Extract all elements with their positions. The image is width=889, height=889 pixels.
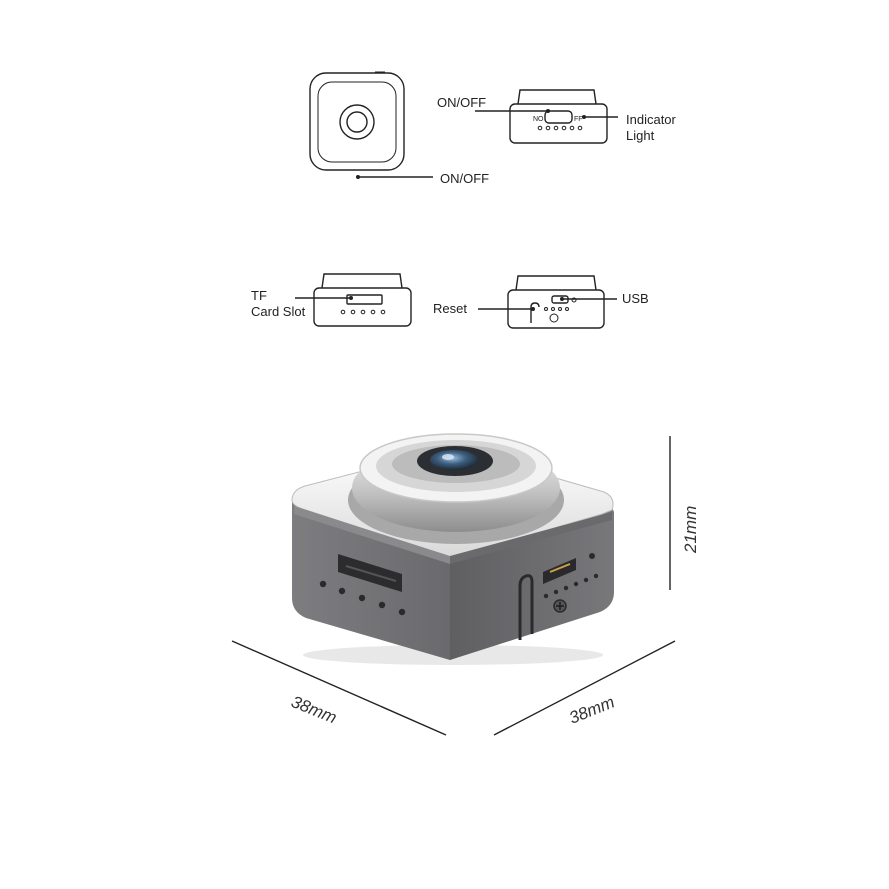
render-left-vents bbox=[319, 580, 406, 616]
switch-side-view: NO FF ON/OFF Indicator Light bbox=[437, 89, 677, 144]
front-view: ON/OFF bbox=[309, 71, 489, 186]
tf-side-body bbox=[313, 287, 412, 327]
indicator-label-line1: Indicator bbox=[626, 112, 677, 127]
tf-label-line2: Card Slot bbox=[251, 304, 306, 319]
render-usb-pins bbox=[549, 563, 571, 573]
switch-side-body bbox=[509, 103, 608, 144]
tf-label-line1: TF bbox=[251, 288, 267, 303]
width-dimension-label: 38mm bbox=[289, 692, 340, 727]
render-screw-cross bbox=[556, 602, 564, 610]
render-indicator-hole bbox=[589, 553, 595, 559]
switch-side-cap bbox=[517, 89, 597, 105]
indicator-label-line2: Light bbox=[626, 128, 655, 143]
usb-side-vents bbox=[544, 297, 577, 311]
lens-outer-ring bbox=[339, 104, 375, 140]
lens-highlight bbox=[442, 454, 454, 460]
usb-side-cap bbox=[515, 275, 597, 291]
tf-side-view: TF Card Slot bbox=[251, 273, 412, 327]
height-dimension-label: 21mm bbox=[681, 506, 700, 554]
switch-off-text: FF bbox=[574, 116, 583, 123]
switch-on-text: NO bbox=[533, 116, 544, 123]
switch-slider bbox=[544, 110, 573, 124]
tf-side-cap bbox=[321, 273, 403, 289]
camera-render bbox=[291, 433, 614, 665]
usb-label: USB bbox=[622, 291, 649, 306]
lens-glass bbox=[430, 450, 478, 470]
depth-dimension-label: 38mm bbox=[566, 692, 617, 727]
screw-hole bbox=[549, 313, 559, 323]
usb-side-view: USB Reset bbox=[433, 275, 649, 329]
body-right-band bbox=[450, 512, 612, 564]
width-dimension-line bbox=[231, 640, 447, 736]
depth-dimension-line bbox=[493, 640, 676, 736]
front-outline bbox=[309, 72, 405, 171]
reset-label: Reset bbox=[433, 301, 467, 316]
body-left-band bbox=[294, 506, 450, 564]
front-on-off-label: ON/OFF bbox=[440, 171, 489, 186]
render-tf-card bbox=[345, 565, 397, 582]
reset-clip bbox=[530, 302, 540, 323]
switch-side-vents bbox=[537, 125, 583, 131]
switch-on-off-label: ON/OFF bbox=[437, 95, 486, 110]
tf-side-vents bbox=[340, 309, 386, 315]
render-right-vents bbox=[543, 573, 599, 599]
lens-inner-ring bbox=[346, 111, 368, 133]
render-reset-clip bbox=[518, 574, 534, 640]
tf-slot bbox=[346, 294, 383, 305]
front-inner-outline bbox=[317, 81, 397, 163]
